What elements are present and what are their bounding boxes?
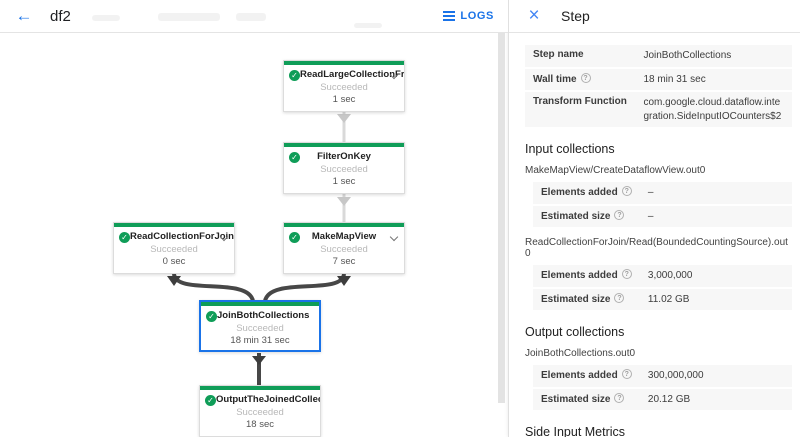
node-status-bar (200, 386, 320, 390)
step-panel-body: Step name JoinBothCollections Wall time … (509, 33, 800, 437)
metric-value: – (647, 187, 654, 198)
metric-label: Elements added (541, 187, 618, 198)
detail-row-wall-time: Wall time 18 min 31 sec (525, 68, 792, 90)
help-icon[interactable] (580, 72, 591, 83)
node-title: FilterOnKey (317, 151, 371, 162)
graph-node-readlargecollection[interactable]: ReadLargeCollectionFr... Succeeded 1 sec (283, 60, 405, 112)
metric-value: – (647, 210, 654, 222)
job-graph-panel: df2 LOGS (0, 0, 508, 437)
node-title: ReadCollectionForJoin (130, 231, 234, 242)
node-status-bar (284, 61, 404, 65)
logs-button-label: LOGS (460, 10, 494, 22)
node-status: Succeeded (320, 164, 368, 175)
step-details-panel: Step Step name JoinBothCollections Wall … (508, 0, 800, 437)
node-title: ReadLargeCollectionFr... (300, 69, 404, 80)
metric-row-estimated-size: Estimated size 11.02 GB (533, 288, 792, 310)
redacted-text (236, 13, 266, 21)
node-wall-time: 1 sec (332, 94, 356, 105)
redacted-text (354, 23, 382, 28)
node-title: JoinBothCollections (217, 310, 310, 321)
help-icon[interactable] (614, 392, 625, 403)
output-collections-title: Output collections (525, 325, 625, 339)
node-status: Succeeded (320, 82, 368, 93)
detail-row-transform-function: Transform Function com.google.cloud.data… (525, 92, 792, 127)
node-status-bar (114, 223, 234, 227)
graph-scrollbar[interactable] (498, 21, 505, 403)
collection-metrics: Elements added 300,000,000 Estimated siz… (533, 365, 792, 410)
collection-name: JoinBothCollections.out0 (525, 348, 636, 359)
node-wall-time: 18 sec (246, 419, 274, 430)
close-icon[interactable] (525, 7, 543, 25)
node-wall-time: 18 min 31 sec (230, 335, 290, 346)
collection-metrics: Elements added 3,000,000 Estimated size … (533, 265, 792, 310)
help-icon[interactable] (614, 209, 625, 220)
graph-edges (167, 112, 351, 385)
logs-button[interactable]: LOGS (443, 10, 494, 22)
graph-node-outputthejoinedcollection[interactable]: OutputTheJoinedCollec... Succeeded 18 se… (199, 385, 321, 437)
job-header: df2 LOGS (0, 0, 508, 33)
detail-value: JoinBothCollections (643, 50, 732, 61)
detail-label: Wall time (533, 73, 577, 85)
detail-value: com.google.cloud.dataflow.integration.Si… (643, 97, 782, 122)
metric-label: Estimated size (541, 393, 611, 405)
panel-title: Step (561, 8, 590, 24)
node-status: Succeeded (150, 244, 198, 255)
success-check-icon (289, 152, 300, 163)
metric-value: 20.12 GB (647, 393, 691, 405)
collection-name: MakeMapView/CreateDataflowView.out0 (525, 165, 706, 176)
help-icon[interactable] (621, 186, 632, 196)
help-icon[interactable] (614, 292, 625, 303)
input-collections-title: Input collections (525, 142, 615, 156)
metric-label: Estimated size (541, 293, 611, 305)
help-icon[interactable] (621, 269, 632, 279)
metric-row-elements-added: Elements added 3,000,000 (533, 265, 792, 287)
metric-label: Elements added (541, 370, 618, 381)
detail-label: Transform Function (533, 96, 627, 107)
node-status-bar (201, 302, 319, 306)
metric-row-estimated-size: Estimated size 20.12 GB (533, 388, 792, 410)
success-check-icon (206, 311, 217, 322)
metric-value: 3,000,000 (647, 270, 693, 281)
node-status-bar (284, 223, 404, 227)
metric-value: 11.02 GB (647, 293, 690, 305)
collection-metrics: Elements added – Estimated size – (533, 182, 792, 227)
collection-name: ReadCollectionForJoin/Read(BoundedCounti… (525, 237, 788, 259)
node-status: Succeeded (236, 407, 284, 418)
graph-node-readcollectionforjoin[interactable]: ReadCollectionForJoin Succeeded 0 sec (113, 222, 235, 274)
side-input-metrics-title: Side Input Metrics (525, 425, 626, 437)
metric-label: Elements added (541, 270, 618, 281)
redacted-text (158, 13, 220, 21)
node-wall-time: 1 sec (332, 176, 356, 187)
job-title: df2 (50, 7, 71, 25)
step-panel-header: Step (509, 0, 800, 33)
node-wall-time: 7 sec (332, 256, 356, 267)
success-check-icon (289, 232, 300, 243)
detail-label: Step name (533, 49, 584, 60)
logs-list-icon (443, 11, 456, 21)
back-arrow-icon[interactable] (14, 6, 34, 26)
metric-row-estimated-size: Estimated size – (533, 205, 792, 227)
node-status-bar (284, 143, 404, 147)
node-title: OutputTheJoinedCollec... (216, 394, 320, 405)
metric-row-elements-added: Elements added – (533, 182, 792, 204)
job-graph-canvas[interactable]: ReadLargeCollectionFr... Succeeded 1 sec… (0, 34, 508, 437)
graph-node-joinbothcollections-selected[interactable]: JoinBothCollections Succeeded 18 min 31 … (199, 300, 321, 352)
detail-row-step-name: Step name JoinBothCollections (525, 45, 792, 67)
redacted-text (92, 15, 120, 21)
success-check-icon (119, 232, 130, 243)
help-icon[interactable] (621, 369, 632, 379)
success-check-icon (289, 70, 300, 81)
node-status: Succeeded (320, 244, 368, 255)
node-status: Succeeded (236, 323, 284, 334)
metric-label: Estimated size (541, 210, 611, 222)
metric-value: 300,000,000 (647, 370, 704, 381)
graph-node-makemapview[interactable]: MakeMapView Succeeded 7 sec (283, 222, 405, 274)
node-title: MakeMapView (311, 231, 377, 242)
metric-row-elements-added: Elements added 300,000,000 (533, 365, 792, 387)
success-check-icon (205, 395, 216, 406)
node-wall-time: 0 sec (162, 256, 186, 267)
detail-value: 18 min 31 sec (643, 73, 706, 85)
graph-node-filteronkey[interactable]: FilterOnKey Succeeded 1 sec (283, 142, 405, 194)
